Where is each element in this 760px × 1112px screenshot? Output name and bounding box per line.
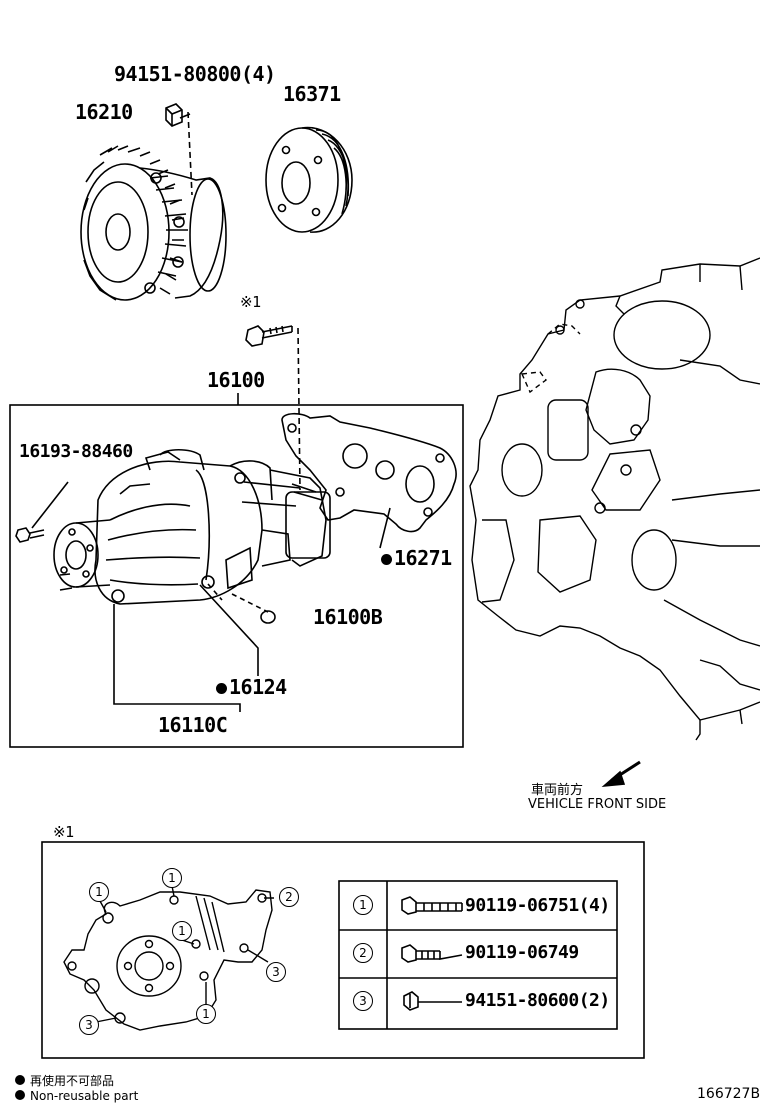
label-16371: 16371	[283, 82, 341, 106]
detail-marker-1: 1	[196, 1004, 216, 1024]
front-direction-arrow	[601, 760, 641, 788]
table-part-number: 90119-06749	[465, 942, 579, 963]
water-pump-assy-box	[9, 404, 464, 748]
gasket-16271-drawing	[281, 412, 457, 549]
label-16271: 16271	[381, 548, 452, 568]
label-16100: 16100	[207, 368, 265, 392]
detail-marker-3: 3	[79, 1015, 99, 1035]
illustration-number: 166727B	[697, 1086, 760, 1102]
vehicle-front-label-jp: 車両前方	[531, 783, 584, 798]
detail-marker-1: 1	[89, 882, 109, 902]
pulley-drawing	[265, 126, 353, 233]
legend-jp: 再使用不可部品	[15, 1072, 114, 1089]
legend-en-text: Non-reusable part	[30, 1089, 139, 1103]
fan-clutch-drawing	[80, 145, 227, 301]
label-16210: 16210	[75, 100, 133, 124]
detail-title: ※1	[53, 823, 74, 841]
detail-marker-1: 1	[172, 921, 192, 941]
engine-block-drawing	[469, 257, 760, 741]
detail-box	[41, 841, 645, 1059]
legend-jp-text: 再使用不可部品	[30, 1074, 115, 1088]
non-reusable-dot-icon	[15, 1090, 25, 1100]
non-reusable-dot-icon	[381, 554, 392, 565]
non-reusable-dot-icon	[216, 683, 227, 694]
label-16193-88460: 16193-88460	[19, 441, 133, 462]
label-16110C: 16110C	[158, 713, 228, 737]
non-reusable-dot-icon	[15, 1075, 25, 1085]
water-pump-drawing	[15, 448, 331, 605]
legend-en: Non-reusable part	[15, 1089, 138, 1103]
table-row-number: 2	[353, 943, 373, 963]
table-row-number: 1	[353, 895, 373, 915]
label-16100B: 16100B	[313, 605, 383, 629]
vehicle-front-label-en: VEHICLE FRONT SIDE	[528, 797, 667, 812]
table-row-number: 3	[353, 991, 373, 1011]
label-16124-text: 16124	[229, 675, 287, 699]
detail-marker-2: 2	[279, 887, 299, 907]
pump-detail-drawing	[63, 885, 274, 1031]
pump-bolt-drawing	[245, 325, 301, 491]
fan-clutch-nut-drawing	[165, 103, 193, 196]
table-part-number: 90119-06751(4)	[465, 895, 610, 916]
detail-marker-1: 1	[162, 868, 182, 888]
table-part-number: 94151-80600(2)	[465, 990, 610, 1011]
label-ref-mark-1: ※1	[240, 293, 261, 311]
label-16271-text: 16271	[394, 546, 452, 570]
label-94151-80800: 94151-80800(4)	[114, 62, 276, 86]
label-16124: 16124	[216, 677, 287, 697]
detail-parts-table	[338, 880, 618, 1030]
detail-marker-3: 3	[266, 962, 286, 982]
